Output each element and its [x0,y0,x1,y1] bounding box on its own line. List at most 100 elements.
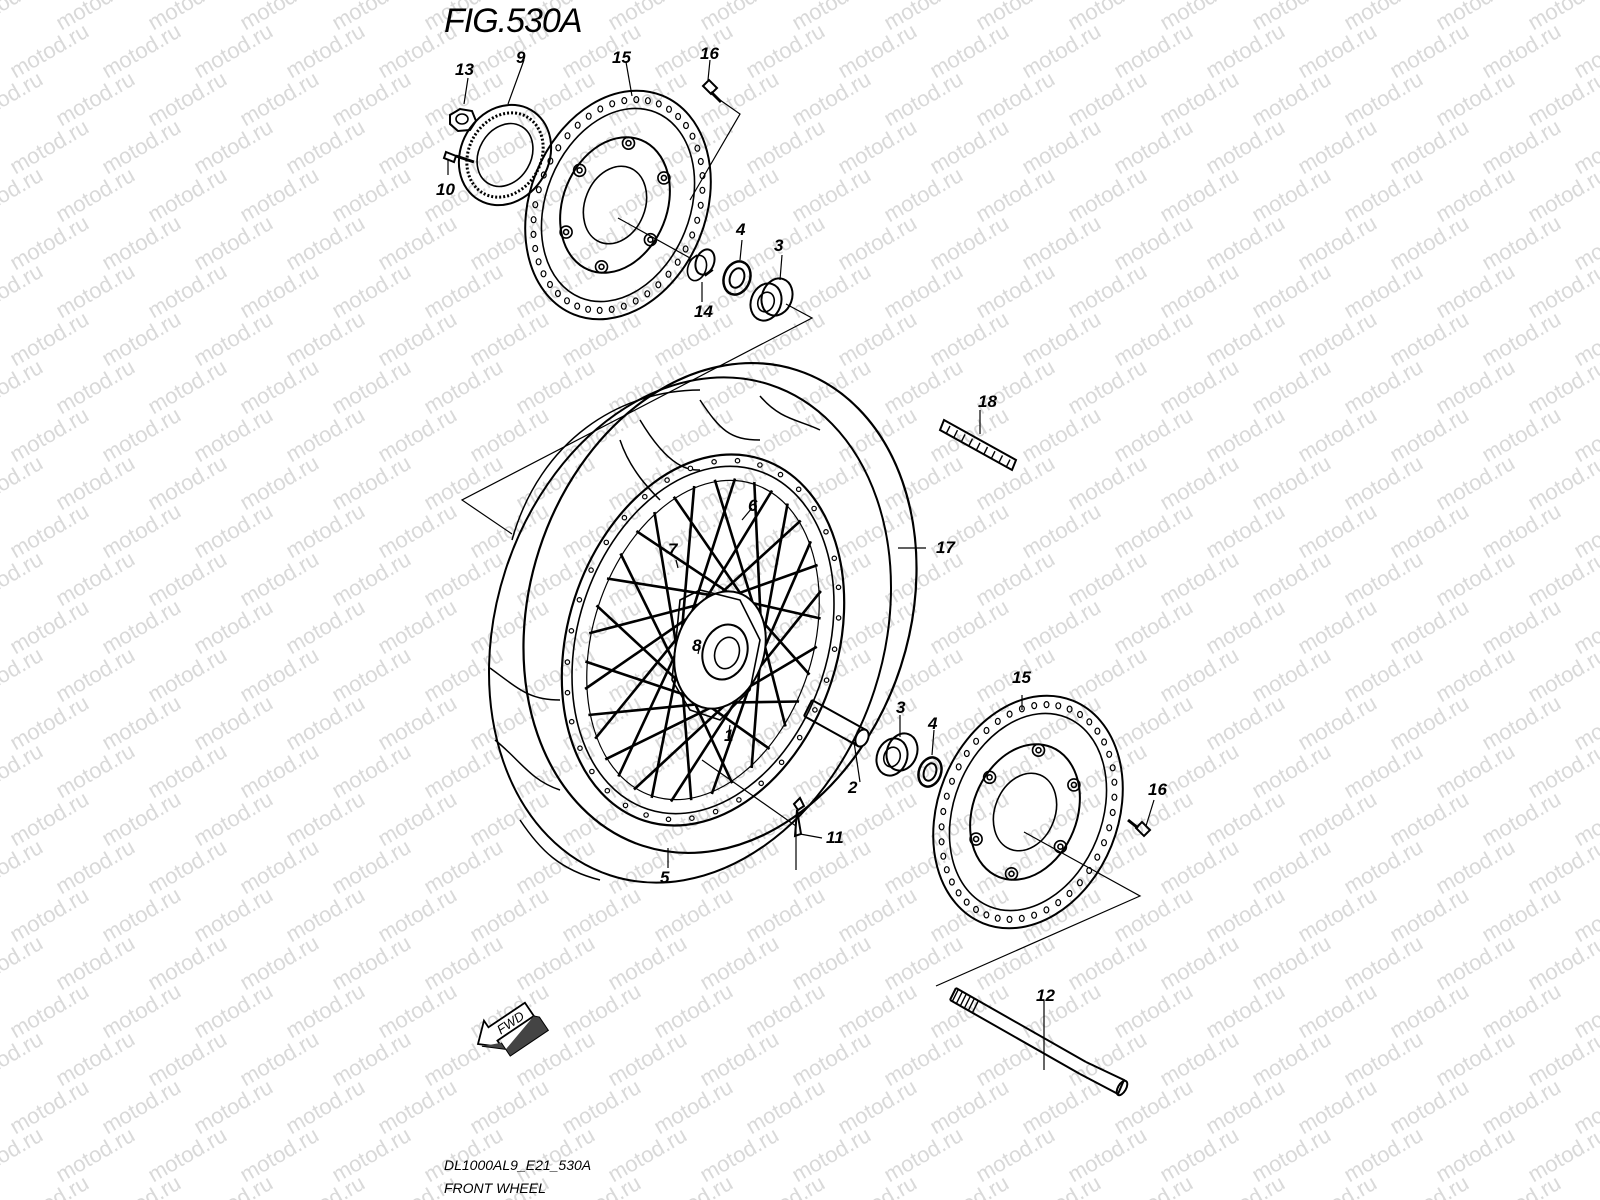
rim-spoke-hole [622,802,629,809]
axle-thread-line [963,996,971,1010]
spoke [588,701,713,717]
weight-segment [945,425,951,435]
disc-hole [983,911,990,919]
rim-spoke-hole [665,816,672,823]
part-1-hub [671,589,767,721]
callout-8: 8 [692,636,702,655]
disc-mount-bolt [621,136,636,150]
rim-spoke-hole [712,808,719,815]
callout-3-bottom: 3 [896,698,906,717]
callout-16-bottom: 16 [1148,780,1167,799]
spoke [594,625,688,740]
callout-1: 1 [724,726,734,745]
part-16-bolt-top [701,78,723,104]
disc-hole [1101,738,1108,746]
leader-lines-wheel [667,507,1155,1070]
callout-4-bottom: 4 [928,714,938,733]
part-15-brake-disc-top [524,89,712,321]
axle-thread-line [951,989,959,1003]
disc-mount-bolt-hole [562,228,570,236]
disc-mount-bolt-hole [576,167,583,174]
disc-hole [983,726,990,735]
disc-hole [1111,793,1118,801]
disc-hole [655,281,662,289]
rim-spoke-hole [577,745,583,752]
rim-spoke-hole [758,780,765,787]
rim-spoke-hole [604,787,611,794]
disc-mount-bolt-hole [625,139,632,147]
disc-hole [546,280,553,289]
callout-16-top: 16 [700,44,719,63]
weight-segment [960,434,966,443]
disc-mount-bolt [1031,743,1046,758]
rim-spoke-hole [603,539,610,546]
disc-hole [694,144,701,152]
disc-hole [948,878,955,886]
rim-spoke-hole [687,465,694,472]
callout-15-top: 15 [612,48,631,67]
disc-mount-bolt-hole [1057,843,1064,851]
disc-hole [620,302,627,310]
rim-spoke-hole [564,659,571,665]
callout-9: 9 [516,48,526,67]
disc-hole [689,231,696,239]
axle-thread-line [955,991,963,1005]
disc-hole [963,898,970,906]
disc-hole [1066,705,1073,713]
callout-13: 13 [455,60,474,79]
rim-spoke-hole [795,486,802,493]
disc-hole [530,216,537,224]
spoke [712,519,802,602]
disc-hole [694,216,701,224]
disc-hole [1055,898,1062,907]
disc-hole [675,112,682,121]
part-16-bolt-bottom [1127,818,1152,838]
disc-hole [697,157,704,166]
disc-hole [955,889,962,897]
rim-spoke-hole [736,797,742,803]
part-3-bearing-bottom [875,732,919,777]
rim-spoke-hole [823,528,829,535]
disc-hole [574,302,581,310]
disc-hole [655,100,662,108]
disc-hole [1094,853,1101,861]
weight-segment [997,455,1004,464]
weight-segment [982,446,989,456]
figure-title: FIG.530A [444,2,583,40]
disc-hole [1076,710,1083,719]
rim-spoke-hole [576,596,583,603]
disc-hole [1031,701,1038,710]
spoke [584,610,698,691]
disc-hole [535,186,542,194]
disc-hole [972,905,979,914]
disc-hole [564,132,571,140]
disc-hole [574,121,581,129]
axle-thread-line [959,994,967,1007]
figure-model-code: DL1000AL9_E21_530A [444,1157,592,1173]
disc-mount-bolt-hole [1008,870,1015,878]
disc-hole [554,289,561,298]
part-4-oil-seal-bottom [917,756,943,788]
rim-spoke-hole [588,567,594,573]
rim-spoke-hole [641,493,648,500]
disc-hole [665,105,672,113]
rim-spoke-hole [643,812,649,818]
disc-hole [1066,889,1073,898]
rim-spoke-hole [811,505,817,512]
part-17-tire [488,361,918,884]
disc-hole [948,777,955,785]
disc-hole [682,245,689,253]
part-12-axle [949,987,1129,1097]
disc-hole [955,763,962,771]
disc-hole [585,305,592,313]
disc-hole [1076,879,1083,887]
disc-hole [1106,824,1113,832]
axle-thread-line [967,998,975,1012]
disc-hole [1094,727,1101,735]
disc-hole [540,171,547,179]
rim-spoke-hole [831,646,838,653]
weight-segment [990,450,996,460]
callout-6: 6 [748,496,758,515]
disc-hole [644,290,651,298]
disc-mount-bolt-hole [1035,746,1042,754]
